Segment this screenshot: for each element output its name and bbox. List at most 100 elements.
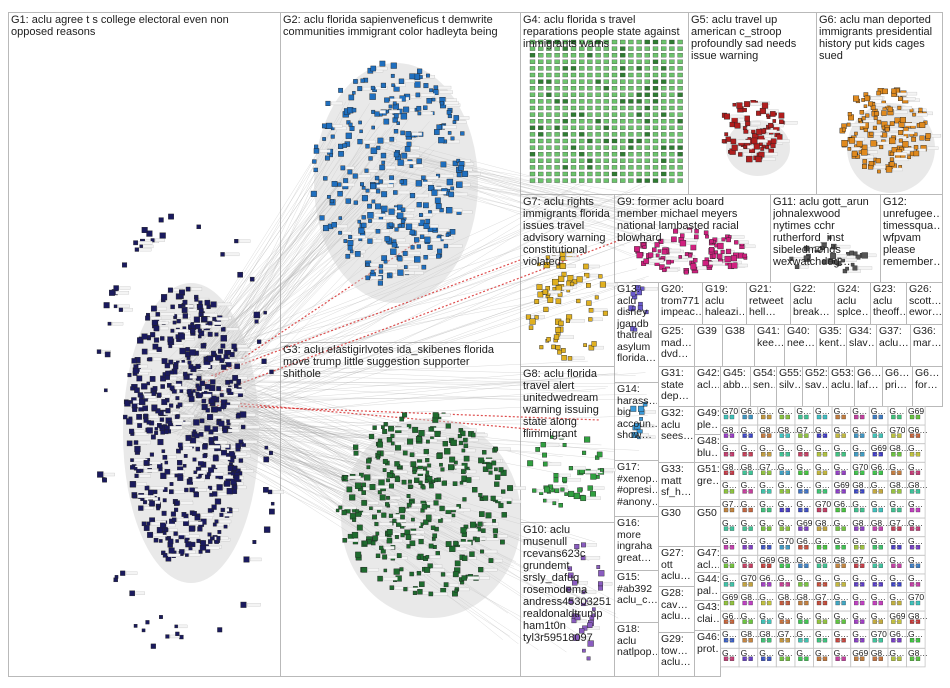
node xyxy=(677,99,683,104)
node-label-chip xyxy=(370,189,381,193)
node xyxy=(652,66,659,71)
node xyxy=(925,133,931,139)
node xyxy=(369,484,376,490)
edge xyxy=(191,223,658,377)
node xyxy=(222,427,228,434)
node xyxy=(628,59,634,64)
edge xyxy=(201,268,552,437)
node xyxy=(220,507,225,513)
mini-cluster-label: G… xyxy=(722,630,738,640)
node xyxy=(853,95,860,102)
node xyxy=(207,508,213,513)
mini-cluster-label: G… xyxy=(796,555,812,565)
node xyxy=(194,297,199,302)
node-label-chip xyxy=(137,494,151,498)
node-label-chip xyxy=(407,154,420,158)
group-label-g37: G37: aclu… xyxy=(879,326,909,349)
node xyxy=(161,294,168,301)
node xyxy=(847,147,852,151)
node-label-chip xyxy=(584,470,597,474)
node xyxy=(225,350,231,355)
node xyxy=(361,482,366,488)
node xyxy=(562,99,568,104)
node xyxy=(723,113,731,120)
edge xyxy=(191,249,541,367)
node-label-chip xyxy=(512,499,522,504)
node xyxy=(644,86,650,91)
mini-cluster-label: G… xyxy=(759,444,775,454)
node xyxy=(587,86,593,91)
group-label-g49: G49: ple… xyxy=(697,408,719,431)
edge xyxy=(184,213,394,403)
node xyxy=(378,269,384,274)
node xyxy=(628,132,634,137)
node-label-chip xyxy=(762,157,776,161)
node-label-chip xyxy=(376,485,389,489)
node-label-chip xyxy=(594,345,604,350)
node xyxy=(448,464,454,471)
mini-cluster-label: G… xyxy=(852,611,868,621)
node xyxy=(382,458,388,464)
node-label-chip xyxy=(559,335,575,339)
node xyxy=(347,245,353,251)
mini-cluster-label: G8… xyxy=(870,518,891,528)
node xyxy=(595,152,601,157)
node xyxy=(415,436,422,442)
node xyxy=(319,215,325,221)
node-label-chip xyxy=(189,553,201,557)
node-label-chip xyxy=(383,576,398,581)
node-label-chip xyxy=(890,127,903,132)
node xyxy=(546,53,552,58)
node xyxy=(558,275,565,282)
node xyxy=(338,151,344,157)
node xyxy=(343,178,349,184)
mini-cluster-label: G… xyxy=(722,555,738,565)
node xyxy=(353,450,359,456)
node-label-chip xyxy=(669,248,681,253)
node xyxy=(393,151,400,158)
node xyxy=(159,539,163,543)
mini-cluster-label: G… xyxy=(833,537,849,547)
node xyxy=(141,333,148,340)
node xyxy=(388,104,393,109)
node xyxy=(636,132,642,137)
node xyxy=(529,86,536,91)
node-label-chip xyxy=(125,571,138,575)
edge xyxy=(393,139,655,210)
group-label-g28: G28: cav… aclu… xyxy=(661,588,691,622)
edge xyxy=(198,133,395,363)
node-label-chip xyxy=(462,168,473,172)
node xyxy=(587,145,593,150)
node xyxy=(232,465,238,471)
mini-cluster-label: G69 xyxy=(852,648,869,658)
node xyxy=(620,158,626,163)
node xyxy=(400,113,408,120)
node xyxy=(134,247,139,252)
node xyxy=(103,388,108,393)
node xyxy=(193,470,197,474)
mini-cluster-label: G… xyxy=(759,518,775,528)
edge xyxy=(179,375,591,427)
node xyxy=(669,59,675,64)
mini-cluster-label: G… xyxy=(889,500,905,509)
node xyxy=(579,86,585,91)
node xyxy=(620,46,626,51)
node xyxy=(230,478,237,485)
edge xyxy=(193,415,474,477)
node xyxy=(692,258,698,263)
node xyxy=(234,239,239,244)
node-label-chip xyxy=(409,146,420,150)
node xyxy=(628,53,634,58)
node xyxy=(620,79,626,84)
node xyxy=(374,111,380,117)
node xyxy=(897,105,902,110)
node xyxy=(445,233,450,237)
node xyxy=(529,79,536,84)
node xyxy=(379,545,384,550)
edge xyxy=(188,421,477,548)
node xyxy=(595,46,601,51)
node-label-chip xyxy=(736,139,751,144)
node xyxy=(234,383,239,389)
node-label-chip xyxy=(444,101,459,105)
node xyxy=(562,46,568,51)
